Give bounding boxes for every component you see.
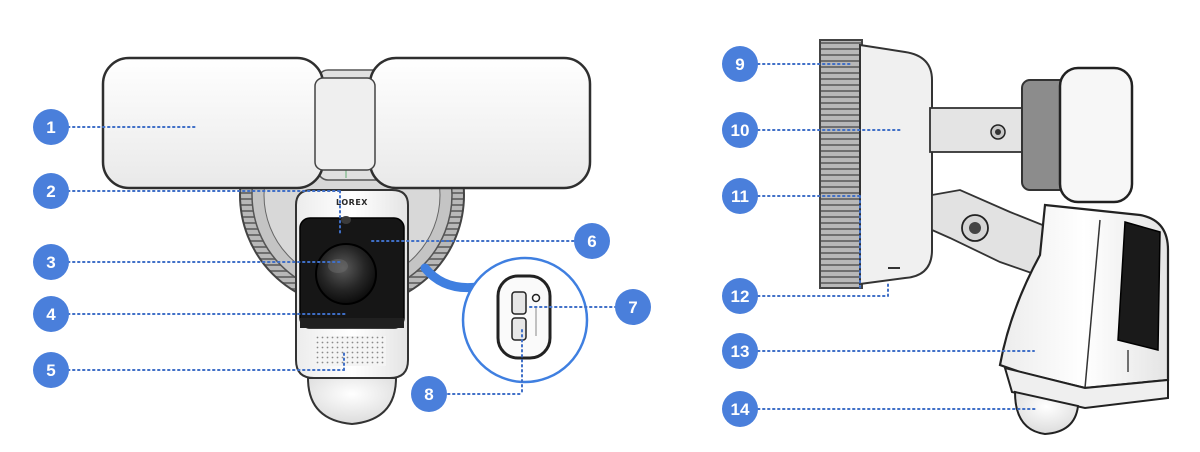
port-detail-inset (461, 256, 589, 384)
svg-text:14: 14 (731, 400, 750, 419)
callout-9: 9 (722, 46, 758, 82)
floodlight-left (101, 56, 325, 190)
floodlight-side (1021, 66, 1134, 204)
callout-11: 11 (722, 178, 758, 214)
callout-7: 7 (615, 289, 651, 325)
callout-1: 1 (33, 109, 69, 145)
svg-text:13: 13 (731, 342, 750, 361)
floodlight-right (368, 56, 592, 190)
svg-text:6: 6 (587, 232, 596, 251)
brand-logo: LOREX (336, 198, 368, 207)
callout-badge (722, 391, 758, 427)
svg-text:5: 5 (46, 361, 55, 380)
motion-sensor-dome (306, 377, 398, 426)
svg-text:10: 10 (731, 121, 750, 140)
callout-10: 10 (722, 112, 758, 148)
side-view (819, 39, 1170, 436)
svg-text:11: 11 (731, 187, 749, 206)
leader-lines (67, 63, 1037, 410)
svg-text:3: 3 (46, 253, 55, 272)
callout-badge (722, 278, 758, 314)
callout-badge (722, 178, 758, 214)
front-view: LOREX (101, 56, 592, 426)
callout-badge (722, 112, 758, 148)
callout-badge (33, 296, 69, 332)
svg-text:9: 9 (735, 55, 744, 74)
callout-badge (33, 244, 69, 280)
callout-8: 8 (411, 376, 447, 412)
svg-text:8: 8 (424, 385, 433, 404)
svg-text:1: 1 (46, 118, 55, 137)
camera-body: LOREX (295, 189, 409, 379)
callout-5: 5 (33, 352, 69, 388)
microsd-slot (511, 291, 527, 315)
callout-6: 6 (574, 223, 610, 259)
wall-plate (819, 39, 933, 289)
motion-sensor-dome-side (1013, 390, 1080, 436)
callout-badge (722, 333, 758, 369)
callout-12: 12 (722, 278, 758, 314)
callout-14: 14 (722, 391, 758, 427)
callout-4: 4 (33, 296, 69, 332)
callout-badge (574, 223, 610, 259)
callout-badge (33, 173, 69, 209)
callout-badge (33, 352, 69, 388)
callout-3: 3 (33, 244, 69, 280)
svg-text:2: 2 (46, 182, 55, 201)
callout-badge (33, 109, 69, 145)
callout-badge (411, 376, 447, 412)
callout-badge (722, 46, 758, 82)
callout-13: 13 (722, 333, 758, 369)
svg-text:4: 4 (46, 305, 56, 324)
svg-text:7: 7 (628, 298, 637, 317)
reset-port (511, 317, 527, 341)
callout-2: 2 (33, 173, 69, 209)
callout-badge (615, 289, 651, 325)
camera-lens (315, 243, 377, 305)
speaker-grille (316, 336, 386, 366)
svg-text:12: 12 (731, 287, 750, 306)
